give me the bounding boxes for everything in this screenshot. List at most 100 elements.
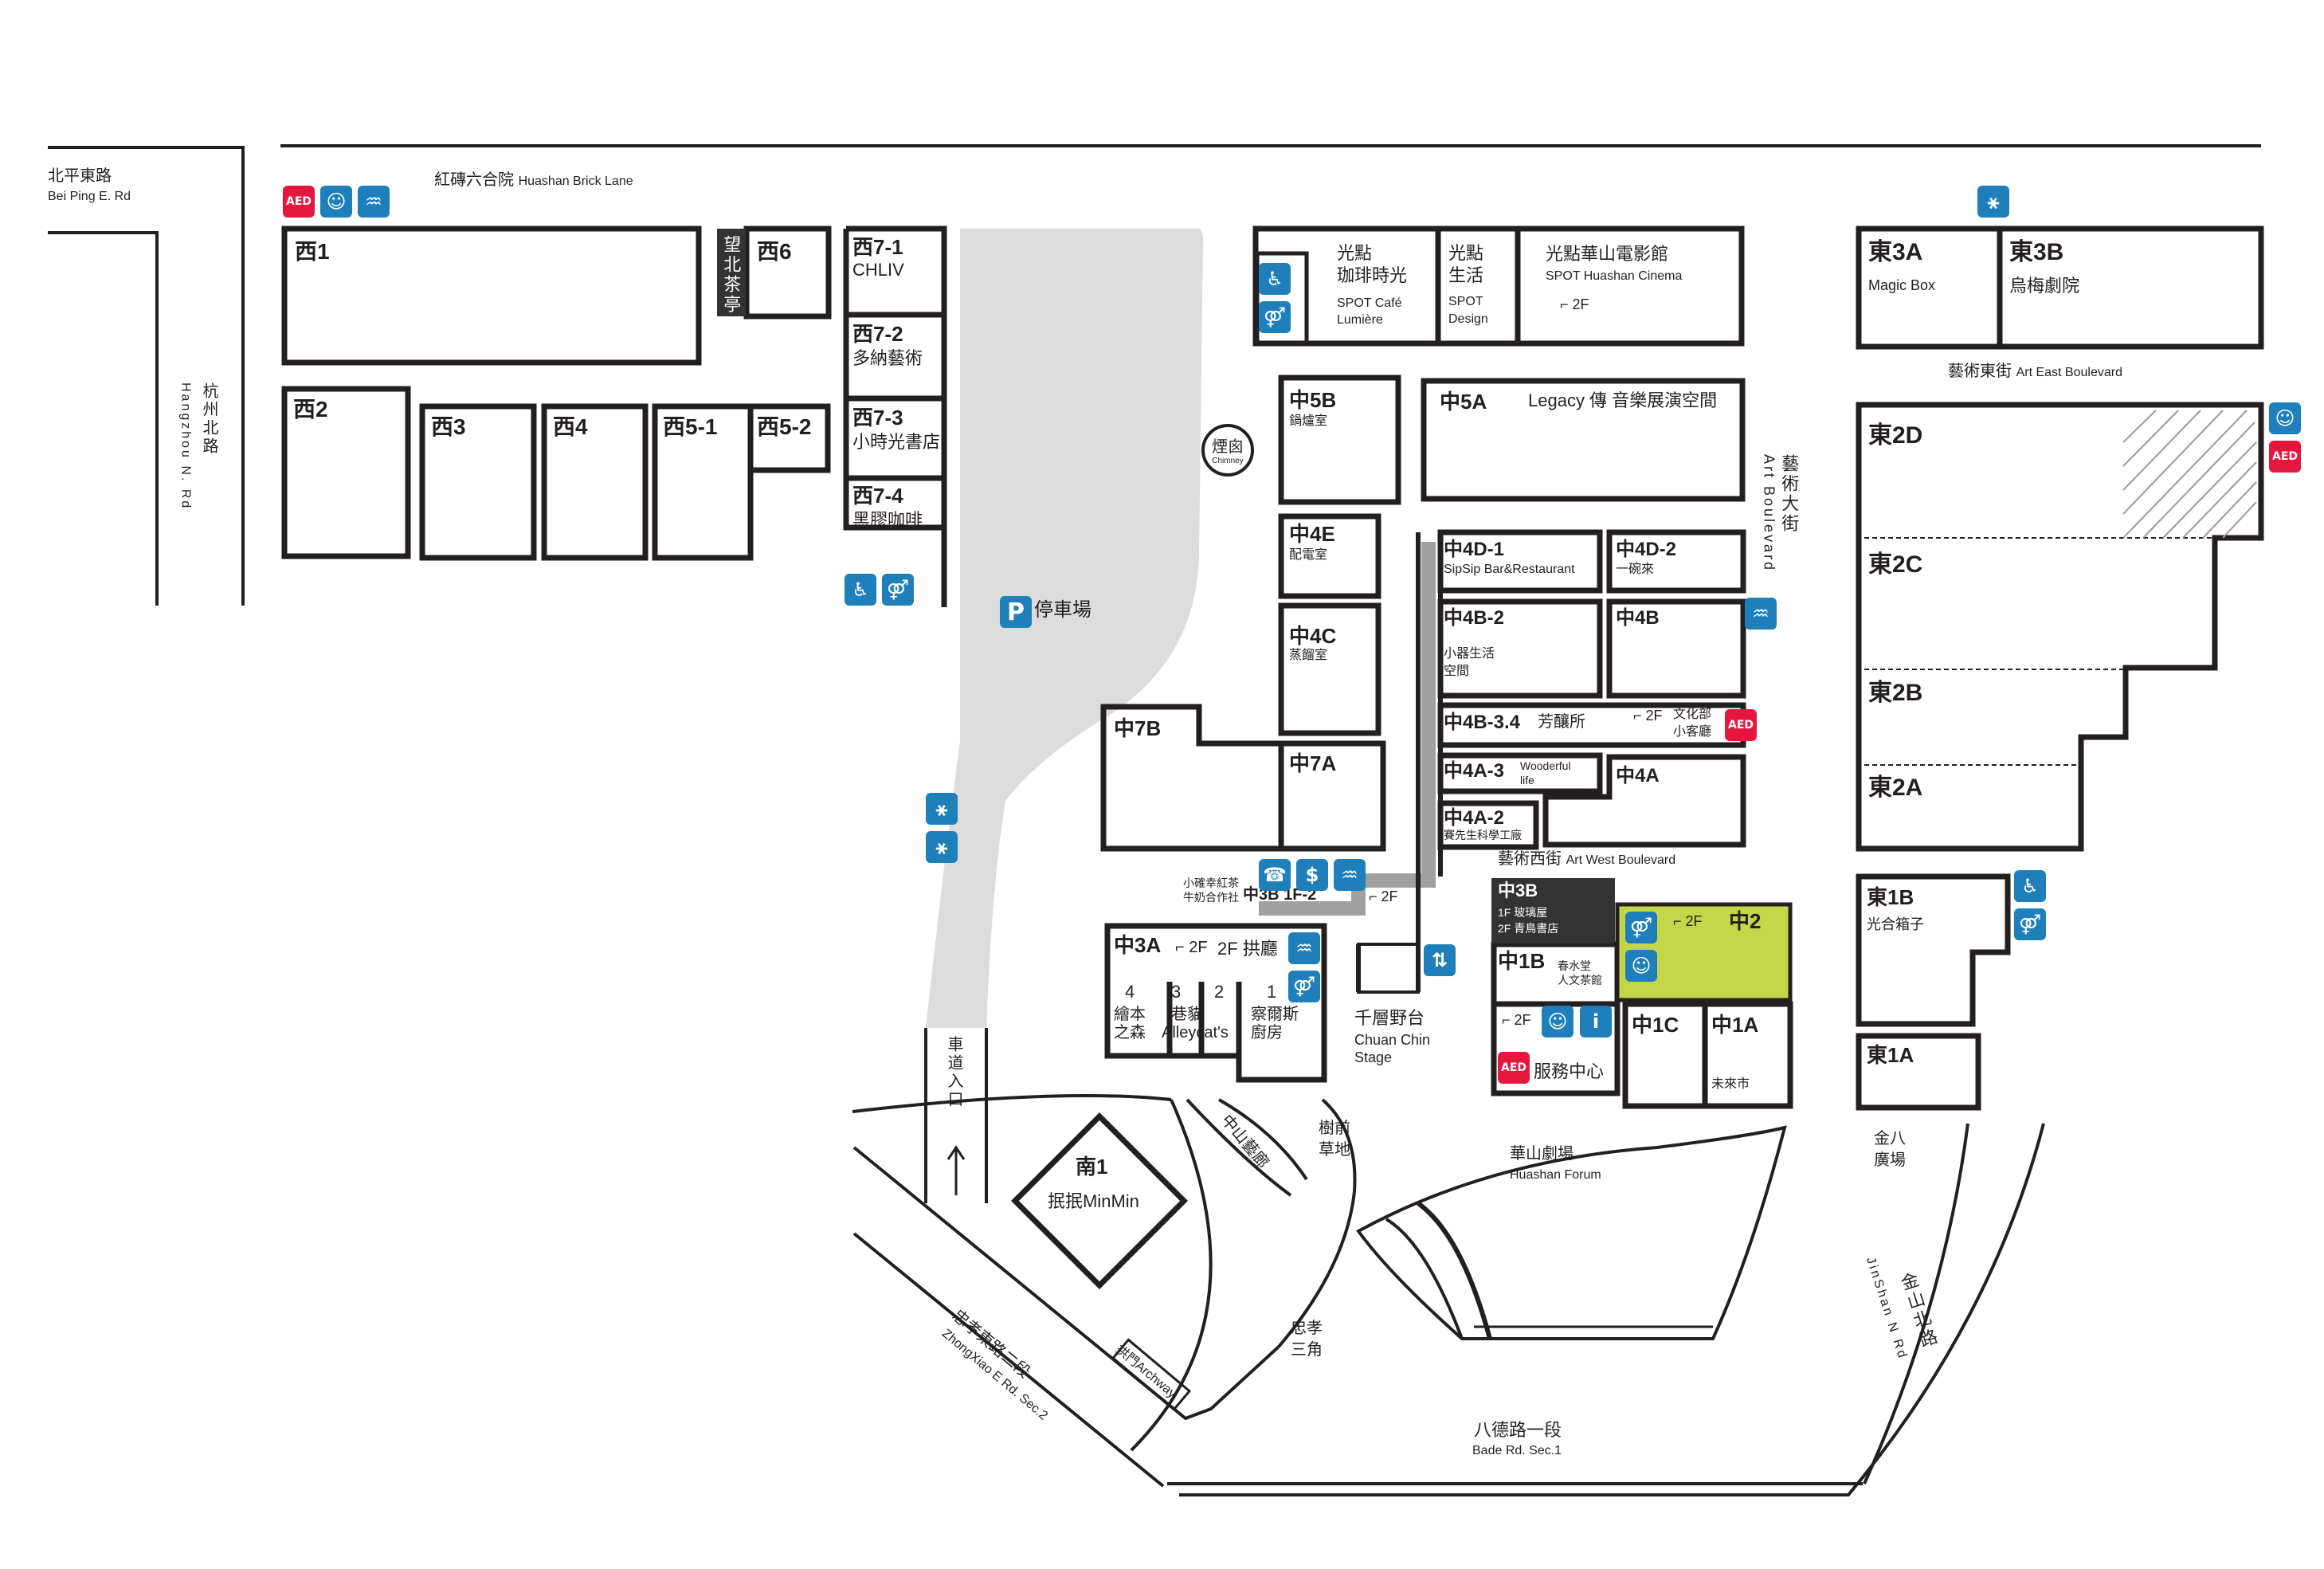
label-c4b34-2f: ⌐ 2F (1633, 708, 1663, 724)
label-s1-sub: 抿抿MinMin (1048, 1191, 1139, 1211)
label-c4a3-sub1: Wooderful (1520, 759, 1571, 772)
building-wangbei (717, 229, 746, 316)
nursing-room-icon: ☺ (320, 186, 352, 218)
building-e1a (1856, 1033, 1981, 1111)
label-c3a-2f-stairs: ⌐ 2F (1175, 939, 1208, 956)
street-label-art-blvd-en: Art Boulevard (1761, 454, 1777, 573)
label-c3a-4a: 繪本 (1114, 1006, 1146, 1023)
label-spot-cafe-zh1: 光點 (1337, 243, 1373, 263)
forum-outer (1356, 1125, 1787, 1340)
label-c3b-2f: 2F 青鳥書店 (1498, 922, 1559, 935)
building-c4a (1542, 754, 1746, 848)
label-c4b2-sub2: 空間 (1444, 665, 1470, 678)
label-c4b: 中4B (1616, 607, 1660, 629)
aed-icon: AED (2269, 441, 2301, 473)
label-c3a-1b: 廚房 (1251, 1024, 1283, 1041)
restroom-icon: ⚤ (1259, 301, 1291, 333)
archway-box (1111, 1338, 1192, 1411)
label-c3a-1a: 察爾斯 (1251, 1006, 1299, 1023)
label-c4c: 中4C (1289, 624, 1337, 648)
label-c5b: 中5B (1289, 388, 1337, 412)
building-c3b (1491, 878, 1615, 943)
label-e3a: 東3A (1868, 239, 1923, 265)
accessible-icon: ♿ (2014, 870, 2046, 902)
restroom-icon: ⚤ (882, 574, 914, 606)
smoking-area-icon: ⚹ (926, 831, 958, 863)
label-c4a2: 中4A-2 (1444, 807, 1505, 829)
label-c4a3: 中4A-3 (1444, 760, 1505, 782)
info-icon: i (1580, 1006, 1612, 1038)
label-lawn2: 草地 (1319, 1141, 1350, 1159)
label-e1b-sub: 光合箱子 (1867, 916, 1924, 932)
label-stage-en1: Chuan Chin (1354, 1032, 1431, 1048)
building-c3a (1104, 923, 1327, 1083)
label-spot-cinema: 光點華山電影館 (1546, 244, 1669, 264)
aed-icon: AED (283, 186, 315, 218)
label-w74-sub: 黑膠咖啡 (852, 510, 923, 530)
label-c4a2-sub: 賽先生科學工廠 (1444, 829, 1522, 841)
smoking-area-icon: ⚹ (926, 793, 958, 825)
label-c4b34: 中4B-3.4 (1444, 712, 1521, 733)
label-spot-cafe-zh2: 珈琲時光 (1337, 265, 1408, 285)
label-c1b-sub2: 人文茶館 (1558, 974, 1602, 987)
label-e1b: 東1B (1867, 885, 1914, 909)
building-w6 (743, 226, 832, 320)
building-spot (1252, 226, 1745, 347)
label-wangbei: 望北茶亭 (721, 235, 742, 315)
label-c4c-sub: 蒸餾室 (1289, 649, 1328, 662)
street-label-hangzhou-en: Hangzhou N. Rd (178, 382, 193, 511)
label-spot-cafe-en2: Lumière (1337, 313, 1383, 327)
label-w3: 西3 (431, 414, 466, 439)
label-e2b: 東2B (1868, 680, 1923, 706)
aed-icon: AED (1498, 1052, 1530, 1084)
building-w1 (281, 226, 702, 366)
building-service (1491, 1001, 1621, 1096)
label-service: 服務中心 (1534, 1061, 1605, 1081)
label-spot-design-zh2: 生活 (1448, 265, 1484, 285)
label-e1a: 東1A (1867, 1043, 1914, 1067)
label-service-2f: ⌐ 2F (1502, 1012, 1531, 1028)
label-e3a-sub: Magic Box (1868, 277, 1936, 293)
label-c3a-n1: 1 (1267, 982, 1277, 1002)
label-stage-en2: Stage (1354, 1049, 1393, 1065)
label-c4b2: 中4B-2 (1444, 607, 1505, 629)
label-c3b12-sub1: 小確幸紅茶 (1183, 877, 1239, 889)
label-spot-design-en1: SPOT (1448, 295, 1483, 308)
street-label-hangzhou: 杭州北路 (200, 382, 218, 456)
label-e2a: 東2A (1868, 775, 1923, 801)
building-c5a (1421, 378, 1746, 502)
label-w73-sub: 小時光書店 (852, 432, 941, 452)
label-c3b: 中3B (1498, 881, 1538, 900)
label-c2-2f: ⌐ 2F (1673, 913, 1703, 929)
building-c5b (1278, 375, 1401, 505)
label-e2d: 東2D (1868, 422, 1923, 449)
building-s1 (1010, 1112, 1189, 1290)
building-w51 (652, 403, 754, 561)
label-c3a-4b: 之森 (1114, 1024, 1146, 1041)
hatch-e2d (2122, 410, 2257, 539)
water-fountain-icon: ♒ (1334, 859, 1366, 891)
label-c4a: 中4A (1616, 765, 1660, 786)
label-w71-sub: CHLIV (852, 260, 904, 280)
label-c3b12-sub2: 牛奶合作社 (1183, 891, 1239, 904)
water-fountain-icon: ♒ (358, 186, 390, 218)
label-c5b-sub: 鍋爐室 (1289, 414, 1328, 428)
label-triangle2: 三角 (1291, 1341, 1323, 1359)
building-c4d2 (1606, 529, 1746, 594)
elevator-icon: ⇅ (1424, 944, 1456, 976)
nursing-room-icon: ☺ (1625, 950, 1657, 982)
parking-icon: P (1000, 596, 1032, 628)
label-triangle1: 忠孝 (1291, 1320, 1323, 1337)
phone-icon: ☎ (1259, 859, 1291, 891)
label-c2: 中2 (1729, 909, 1762, 933)
label-jinba2: 廣場 (1874, 1151, 1906, 1169)
building-c4c (1278, 602, 1381, 736)
label-w71: 西7-1 (852, 235, 903, 259)
restroom-icon: ⚤ (1625, 912, 1657, 943)
building-w4 (541, 403, 649, 561)
label-c1c: 中1C (1632, 1013, 1679, 1037)
building-w3 (419, 403, 537, 561)
label-spot-cinema-2f: ⌐ 2F (1560, 296, 1589, 312)
atm-icon: $ (1296, 859, 1328, 891)
